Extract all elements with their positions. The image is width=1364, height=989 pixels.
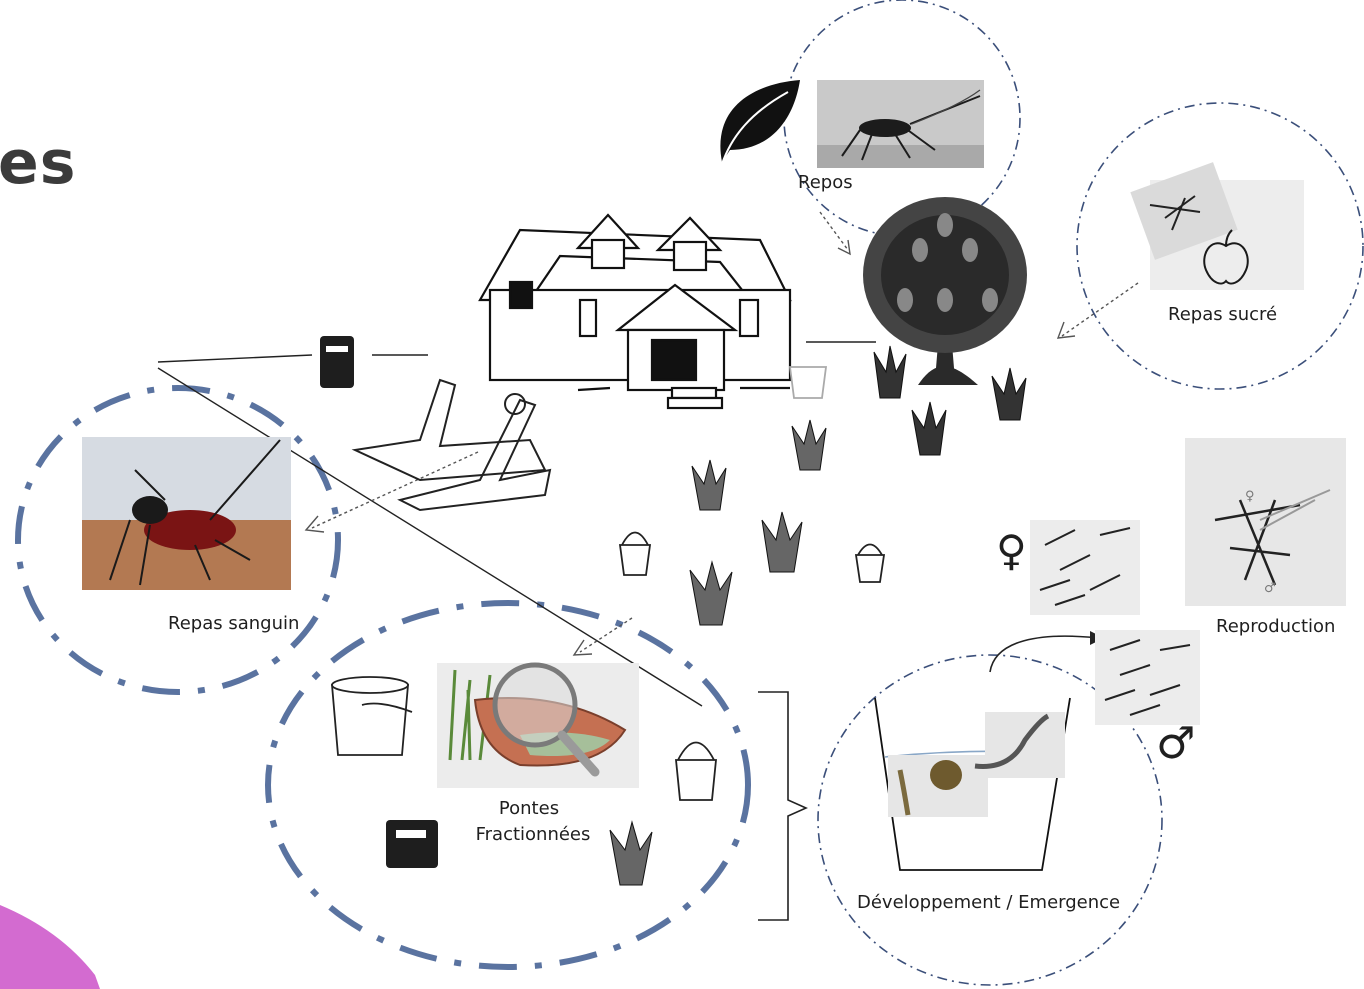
repas-sucre-circle [1076, 102, 1364, 390]
label-pontes-line2: Fractionnées [475, 824, 591, 845]
pink-corner-shape [0, 905, 100, 989]
house-illustration [478, 213, 792, 410]
connector-line-diagonal [157, 367, 703, 707]
label-repas-sanguin: Repas sanguin [168, 613, 300, 634]
label-pontes-line1: Pontes [498, 798, 560, 819]
label-repas-sucre: Repas sucré [1168, 304, 1278, 325]
bucket-icons [331, 366, 886, 801]
label-reproduction: Reproduction [1216, 616, 1336, 637]
svg-text:♂: ♂ [1264, 581, 1276, 596]
female-symbol-icon: ♀ [996, 526, 1027, 575]
leaf-icon [720, 80, 800, 165]
apple-icon [1203, 229, 1249, 285]
dotted-arrows [304, 211, 1139, 656]
repos-photo [817, 80, 984, 168]
repas-sanguin-circle [15, 385, 341, 695]
development-container [874, 697, 1071, 871]
male-swarm [1095, 630, 1200, 725]
male-symbol-icon: ♂ [1156, 718, 1196, 769]
emergence-arrow [989, 635, 1099, 673]
blood-meal-photo [82, 437, 291, 590]
connector-line-top [157, 354, 313, 363]
bracket [758, 691, 808, 921]
repas-sucre-picture [1130, 162, 1304, 290]
developpement-circle [817, 654, 1163, 986]
female-swarm [1030, 520, 1140, 615]
pontes-picture [437, 662, 639, 788]
section-title: es [0, 128, 77, 198]
pontes-circle [265, 600, 751, 970]
label-repos: Repos [798, 172, 853, 193]
label-developpement: Développement / Emergence [857, 892, 1121, 913]
plant-icons [609, 345, 1027, 886]
svg-text:♀: ♀ [1245, 489, 1255, 504]
reproduction-photo: ♀ ♂ [1185, 438, 1346, 606]
lounge-chairs [351, 378, 552, 512]
tree-illustration [863, 197, 1027, 385]
barrel-icons [320, 336, 438, 868]
